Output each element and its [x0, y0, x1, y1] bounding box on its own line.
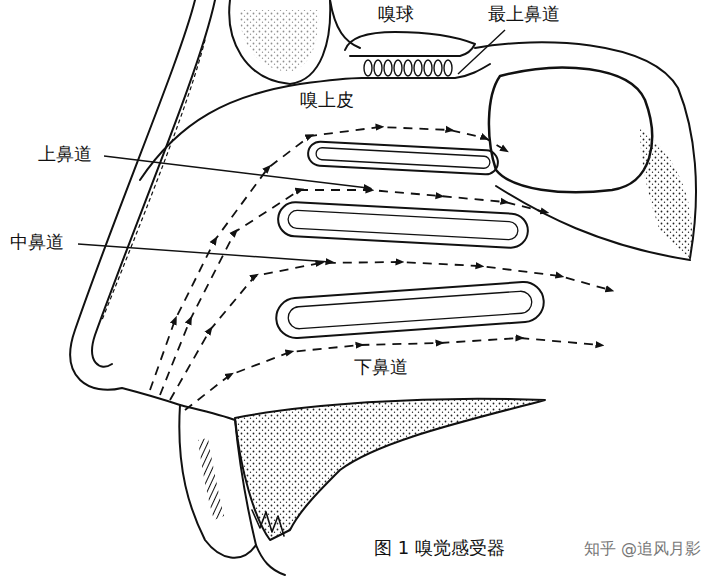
superior-turbinate [308, 141, 499, 175]
nose-outer-outline [70, 0, 195, 405]
lower-face [256, 545, 285, 575]
leader-line [458, 30, 505, 74]
part-label: 下鼻道 [352, 357, 410, 378]
airflow-arrow [160, 190, 545, 395]
sphenoid-outer [475, 42, 696, 258]
nasal-roof [140, 64, 490, 180]
frontal-sinus [229, 0, 330, 84]
sphenoid-sinus [489, 68, 652, 193]
inferior-turbinate [275, 281, 545, 340]
frontal-sinus-stipple [240, 10, 318, 72]
upper-lip [179, 405, 256, 558]
hard-palate [235, 399, 545, 540]
part-label: 嗅上皮 [298, 90, 356, 111]
olfactory-bulb [345, 32, 475, 56]
airflow-arrow [150, 127, 505, 390]
watermark: 知乎 @追风月影 [582, 540, 703, 558]
figure-caption: 图 1 嗅觉感受器 [372, 538, 507, 559]
airflow-arrow [170, 262, 610, 400]
part-label: 最上鼻道 [486, 4, 562, 25]
sphenoid-stipple [640, 128, 692, 258]
leader-line [104, 156, 368, 188]
cribriform-plate [364, 60, 452, 76]
lip-hatching [198, 438, 224, 520]
nasal-bone-line [92, 0, 215, 367]
airflow-arrow [185, 338, 600, 410]
nasal-bone-inner [102, 40, 205, 320]
skull-line [330, 0, 360, 48]
part-label: 上鼻道 [36, 144, 94, 165]
teeth [252, 510, 284, 536]
leader-line [78, 244, 330, 262]
middle-turbinate [277, 201, 528, 248]
part-label: 中鼻道 [8, 232, 66, 253]
part-label: 嗅球 [376, 4, 416, 25]
